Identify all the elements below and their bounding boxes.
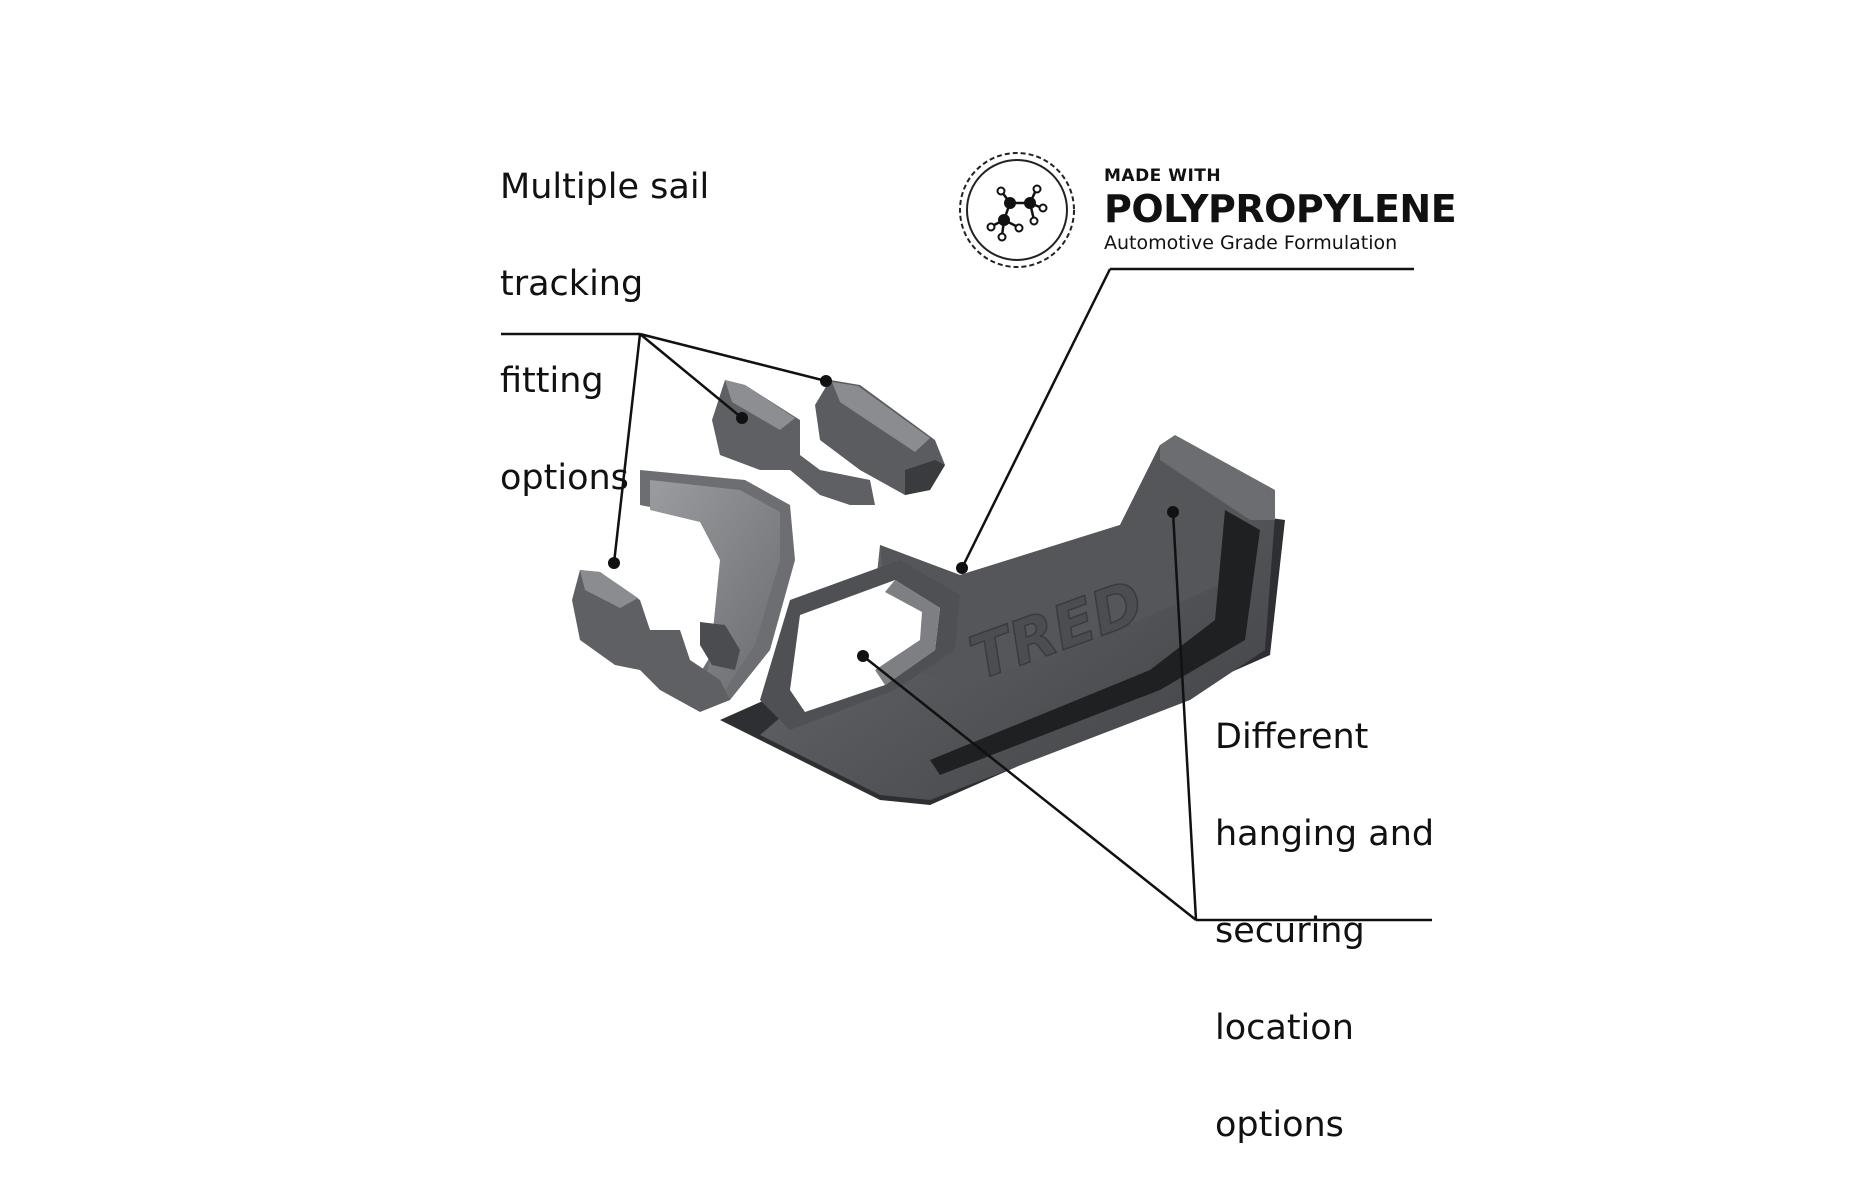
bracket-front-plate-face <box>650 480 780 690</box>
badge-material: POLYPROPYLENE <box>1104 187 1457 231</box>
hanging-callout-line-1: Different <box>1215 716 1369 757</box>
bracket-recess <box>930 510 1260 775</box>
sail-fitting-clip-lower <box>572 570 730 712</box>
sail-fitting-clip-lower-hook <box>700 622 740 670</box>
hanging-leader-2 <box>862 655 1197 921</box>
hanging-leader-1 <box>1171 511 1198 921</box>
sail-fitting-clip-cylinder-top <box>832 382 930 452</box>
sail-dot-1 <box>820 375 832 387</box>
sail-callout-line-1: Multiple sail <box>500 166 710 207</box>
sail-dot-2 <box>736 412 748 424</box>
sail-fitting-clip-cylinder <box>815 380 945 495</box>
molecule-icon <box>959 152 1075 268</box>
sail-fitting-callout: Multiple sail tracking fitting options <box>500 114 709 551</box>
badge-dot <box>956 562 968 574</box>
sail-fitting-clip-cylinder-shade <box>905 460 945 495</box>
sail-leader-3 <box>612 333 642 564</box>
material-badge: MADE WITH POLYPROPYLENE Automotive Grade… <box>1104 166 1457 254</box>
badge-made-with: MADE WITH <box>1104 166 1222 186</box>
sail-fitting-clip-lower-top <box>580 570 638 608</box>
sail-dot-3 <box>608 557 620 569</box>
bracket-right-upright <box>1160 435 1275 520</box>
product-diagram: TRED <box>501 152 1432 922</box>
hanger-bracket: TRED <box>572 380 1285 805</box>
bracket-window-inner-wall <box>875 580 940 685</box>
hanging-dot-2 <box>857 650 869 662</box>
badge-leader <box>960 268 1112 569</box>
hanging-callout-line-2: hanging and <box>1215 813 1435 854</box>
callout-lines <box>501 267 1432 922</box>
callout-dots <box>608 375 1179 662</box>
hanging-callout-line-4: location <box>1215 1007 1354 1048</box>
sail-callout-line-2: tracking <box>500 263 644 304</box>
hanging-callout-line-5: options <box>1215 1104 1344 1145</box>
sail-fitting-clip-upper-top <box>725 380 795 430</box>
sail-callout-line-3: fitting <box>500 360 604 401</box>
sail-callout-line-4: options <box>500 457 629 498</box>
hanging-dot-1 <box>1167 506 1179 518</box>
sail-leader-2 <box>639 333 743 419</box>
badge-subtitle: Automotive Grade Formulation <box>1104 232 1398 254</box>
bracket-top-face <box>880 445 1250 690</box>
hanging-callout-line-3: securing <box>1215 910 1365 951</box>
hanging-options-callout: Different hanging and securing location … <box>1215 664 1434 1198</box>
sail-leader-1 <box>639 332 827 383</box>
bracket-window-opening <box>790 580 940 712</box>
